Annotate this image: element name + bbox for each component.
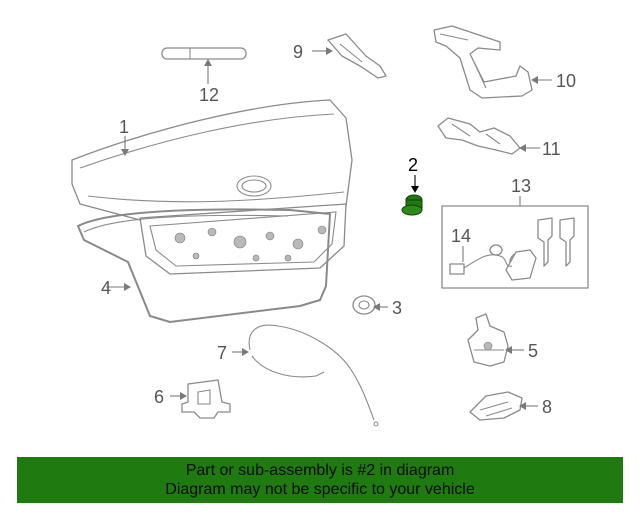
part-6-striker[interactable]: 6 <box>154 379 231 419</box>
banner-line-2: Diagram may not be specific to your vehi… <box>165 481 475 498</box>
callout-6: 6 <box>154 387 164 407</box>
part-9-bracket[interactable]: 9 <box>293 33 387 79</box>
part-2-highlighted[interactable]: 2 <box>401 155 423 216</box>
callout-5: 5 <box>528 341 538 361</box>
part-13-key-set[interactable]: 13 <box>441 176 589 289</box>
part-4-weatherstrip[interactable]: 4 <box>76 208 332 324</box>
part-3-grommet[interactable]: 3 <box>352 295 402 318</box>
callout-2: 2 <box>408 155 418 175</box>
callout-14: 14 <box>451 226 471 246</box>
callout-3: 3 <box>392 298 402 318</box>
parts-diagram: 12 9 10 11 1 <box>71 25 589 427</box>
banner-line-1: Part or sub-assembly is #2 in diagram <box>185 462 455 479</box>
part-12-lift-support[interactable]: 12 <box>161 47 247 105</box>
trunk-lid-inner-panel <box>139 203 347 275</box>
part-8-garnish[interactable]: 8 <box>469 391 552 421</box>
part-10-hinge[interactable]: 10 <box>433 25 576 99</box>
callout-13: 13 <box>511 176 531 196</box>
info-banner: Part or sub-assembly is #2 in diagram Di… <box>17 457 623 503</box>
callout-12: 12 <box>199 85 219 105</box>
callout-11: 11 <box>542 139 561 159</box>
callout-9: 9 <box>293 42 303 62</box>
part-14-lock-cylinder[interactable]: 14 <box>449 226 513 275</box>
callout-10: 10 <box>556 71 576 91</box>
callout-4: 4 <box>101 278 111 298</box>
part-11-hinge-arm[interactable]: 11 <box>437 117 561 159</box>
callout-8: 8 <box>542 397 552 417</box>
callout-7: 7 <box>217 343 227 363</box>
part-7-release-cable[interactable]: 7 <box>217 324 379 427</box>
callout-1: 1 <box>119 117 129 137</box>
part-1-trunk-lid[interactable]: 1 <box>71 99 353 221</box>
part-5-latch[interactable]: 5 <box>467 313 538 367</box>
